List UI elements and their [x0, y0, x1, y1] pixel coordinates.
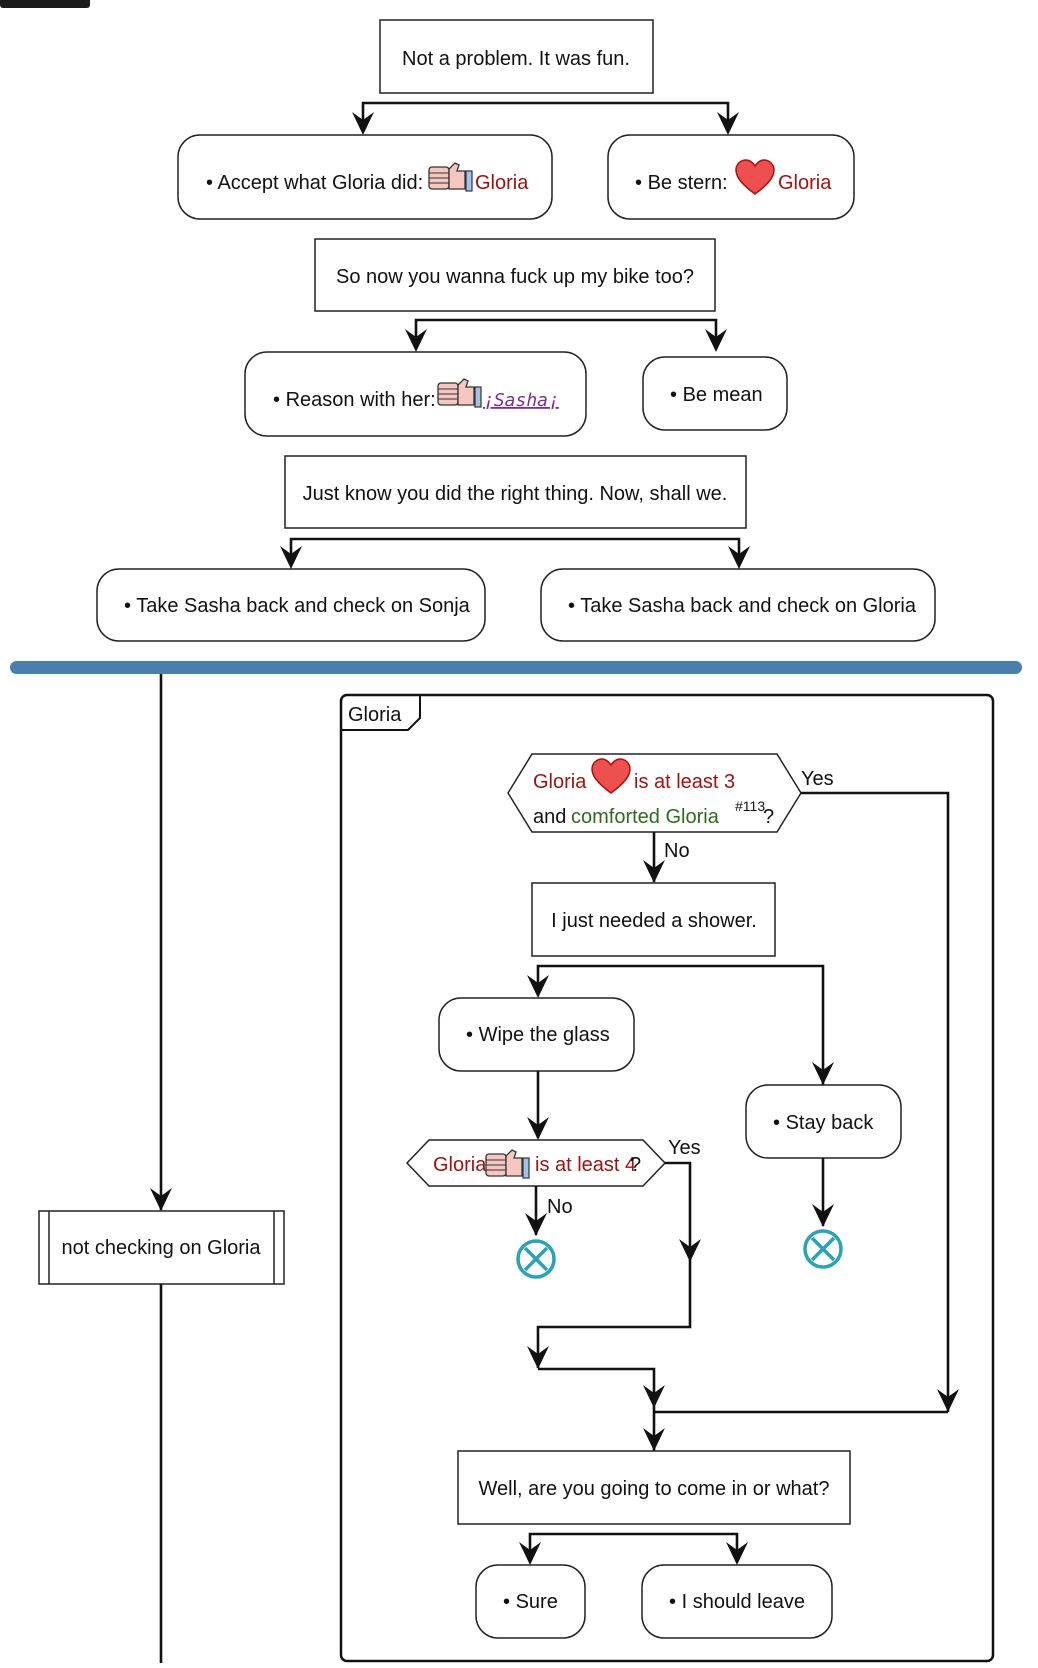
- option-i-should-leave[interactable]: • I should leave: [641, 1564, 833, 1639]
- option-wipe-glass[interactable]: • Wipe the glass: [438, 997, 635, 1072]
- condition-gloria-heart: Gloria is at least 3 and comforted Glori…: [507, 753, 802, 833]
- svg-text:• Take Sasha back and check on: • Take Sasha back and check on Sonja: [124, 595, 471, 617]
- q1-text: Not a problem. It was fun.: [402, 48, 630, 70]
- option-be-mean[interactable]: • Be mean: [642, 356, 788, 431]
- end-node-icon: [803, 1229, 843, 1269]
- condition-gloria-thumb: Gloria is at least 4 ?: [405, 1139, 667, 1187]
- option-reason-with-her[interactable]: • Reason with her: ¡Sasha¡: [244, 351, 587, 437]
- gloria-frame: Gloria: [339, 693, 995, 1663]
- node-q1: Not a problem. It was fun.: [379, 19, 654, 94]
- label-no: No: [547, 1196, 573, 1218]
- svg-text:and: and: [533, 806, 566, 828]
- svg-text:So now you wanna fuck up my bi: So now you wanna fuck up my bike too?: [336, 266, 694, 288]
- fork-bar: [10, 661, 1022, 674]
- svg-text:• Be mean: • Be mean: [670, 384, 763, 406]
- option-accept-gloria[interactable]: • Accept what Gloria did: Gloria: [177, 134, 553, 220]
- svg-text:Well, are you going to come in: Well, are you going to come in or what?: [479, 1478, 830, 1500]
- option-stay-back[interactable]: • Stay back: [745, 1084, 902, 1159]
- option-be-stern[interactable]: • Be stern: Gloria: [607, 134, 855, 220]
- label-yes: Yes: [668, 1137, 701, 1159]
- svg-text:Gloria: Gloria: [533, 771, 587, 793]
- node-q5: Well, are you going to come in or what?: [457, 1450, 851, 1525]
- svg-text:• Sure: • Sure: [503, 1591, 558, 1613]
- label-no: No: [664, 840, 690, 862]
- svg-text:Just know you did the right th: Just know you did the right thing. Now, …: [303, 483, 728, 505]
- svg-text:• Be stern:: • Be stern:: [635, 172, 728, 194]
- svg-text:?: ?: [630, 1154, 641, 1176]
- svg-text:• Take Sasha back and check on: • Take Sasha back and check on Gloria: [568, 595, 917, 617]
- option-sure[interactable]: • Sure: [475, 1564, 586, 1639]
- option-check-gloria[interactable]: • Take Sasha back and check on Gloria: [540, 568, 936, 642]
- svg-text:is at least 3: is at least 3: [634, 771, 735, 793]
- char-gloria: Gloria: [475, 172, 529, 194]
- node-q3: Just know you did the right thing. Now, …: [284, 455, 747, 529]
- svg-text:• Accept what Gloria did:: • Accept what Gloria did:: [206, 172, 423, 194]
- option-check-sonja[interactable]: • Take Sasha back and check on Sonja: [96, 568, 486, 642]
- char-gloria: Gloria: [778, 172, 832, 194]
- link-sasha[interactable]: ¡Sasha¡: [483, 390, 559, 411]
- svg-text:?: ?: [763, 806, 774, 828]
- cropped-header-fragment: [0, 0, 90, 8]
- svg-text:• I should leave: • I should leave: [669, 1591, 805, 1613]
- svg-text:• Stay back: • Stay back: [773, 1112, 874, 1134]
- svg-text:not checking on Gloria: not checking on Gloria: [61, 1237, 261, 1259]
- node-q4: I just needed a shower.: [531, 882, 776, 957]
- svg-text:is at least 4: is at least 4: [535, 1154, 636, 1176]
- svg-text:I just needed a shower.: I just needed a shower.: [551, 910, 757, 932]
- svg-text:• Reason with her:: • Reason with her:: [273, 389, 436, 411]
- svg-text:#113: #113: [735, 798, 765, 814]
- svg-text:Gloria: Gloria: [433, 1154, 487, 1176]
- subprocess-not-checking-gloria: not checking on Gloria: [38, 1210, 285, 1285]
- node-q2: So now you wanna fuck up my bike too?: [314, 238, 716, 312]
- frame-title: Gloria: [348, 704, 402, 726]
- label-yes: Yes: [801, 768, 834, 790]
- var-comforted-gloria: comforted Gloria: [571, 806, 720, 828]
- svg-text:• Wipe the glass: • Wipe the glass: [466, 1024, 610, 1046]
- end-node-icon: [516, 1239, 556, 1279]
